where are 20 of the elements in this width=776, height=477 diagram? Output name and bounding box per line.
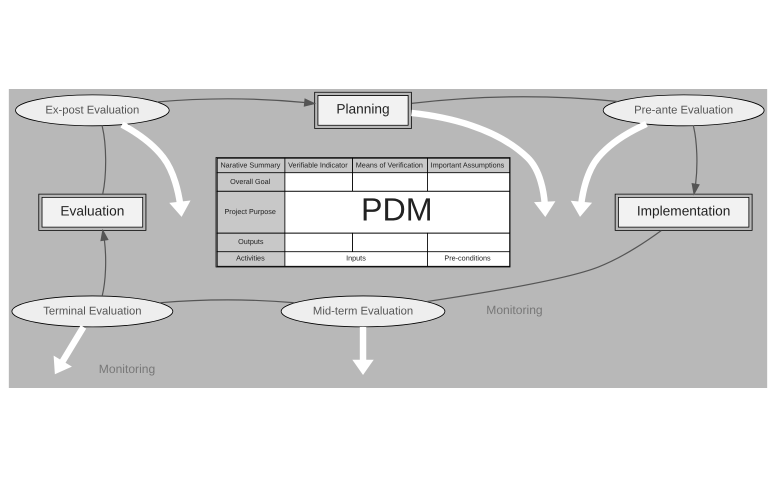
arrow [120,122,191,217]
arrow [54,325,86,374]
node-box: Evaluation [38,194,146,231]
label: Monitoring [98,362,156,376]
connector [101,126,106,194]
connector [412,96,618,104]
arrow [352,326,374,376]
arrow [570,121,648,217]
node-ellipse: Mid-term Evaluation [280,296,446,328]
node-ellipse: Pre-ante Evaluation [602,94,764,126]
label: Monitoring [486,303,543,318]
arrow [411,110,556,217]
node-ellipse: Terminal Evaluation [12,296,174,328]
arrow [100,228,109,296]
node-box: Implementation [614,194,752,231]
connector [159,299,296,304]
arrow [692,126,700,196]
arrow [157,98,316,107]
node-box: Planning [314,92,412,129]
node-ellipse: Ex-post Evaluation [15,94,170,126]
